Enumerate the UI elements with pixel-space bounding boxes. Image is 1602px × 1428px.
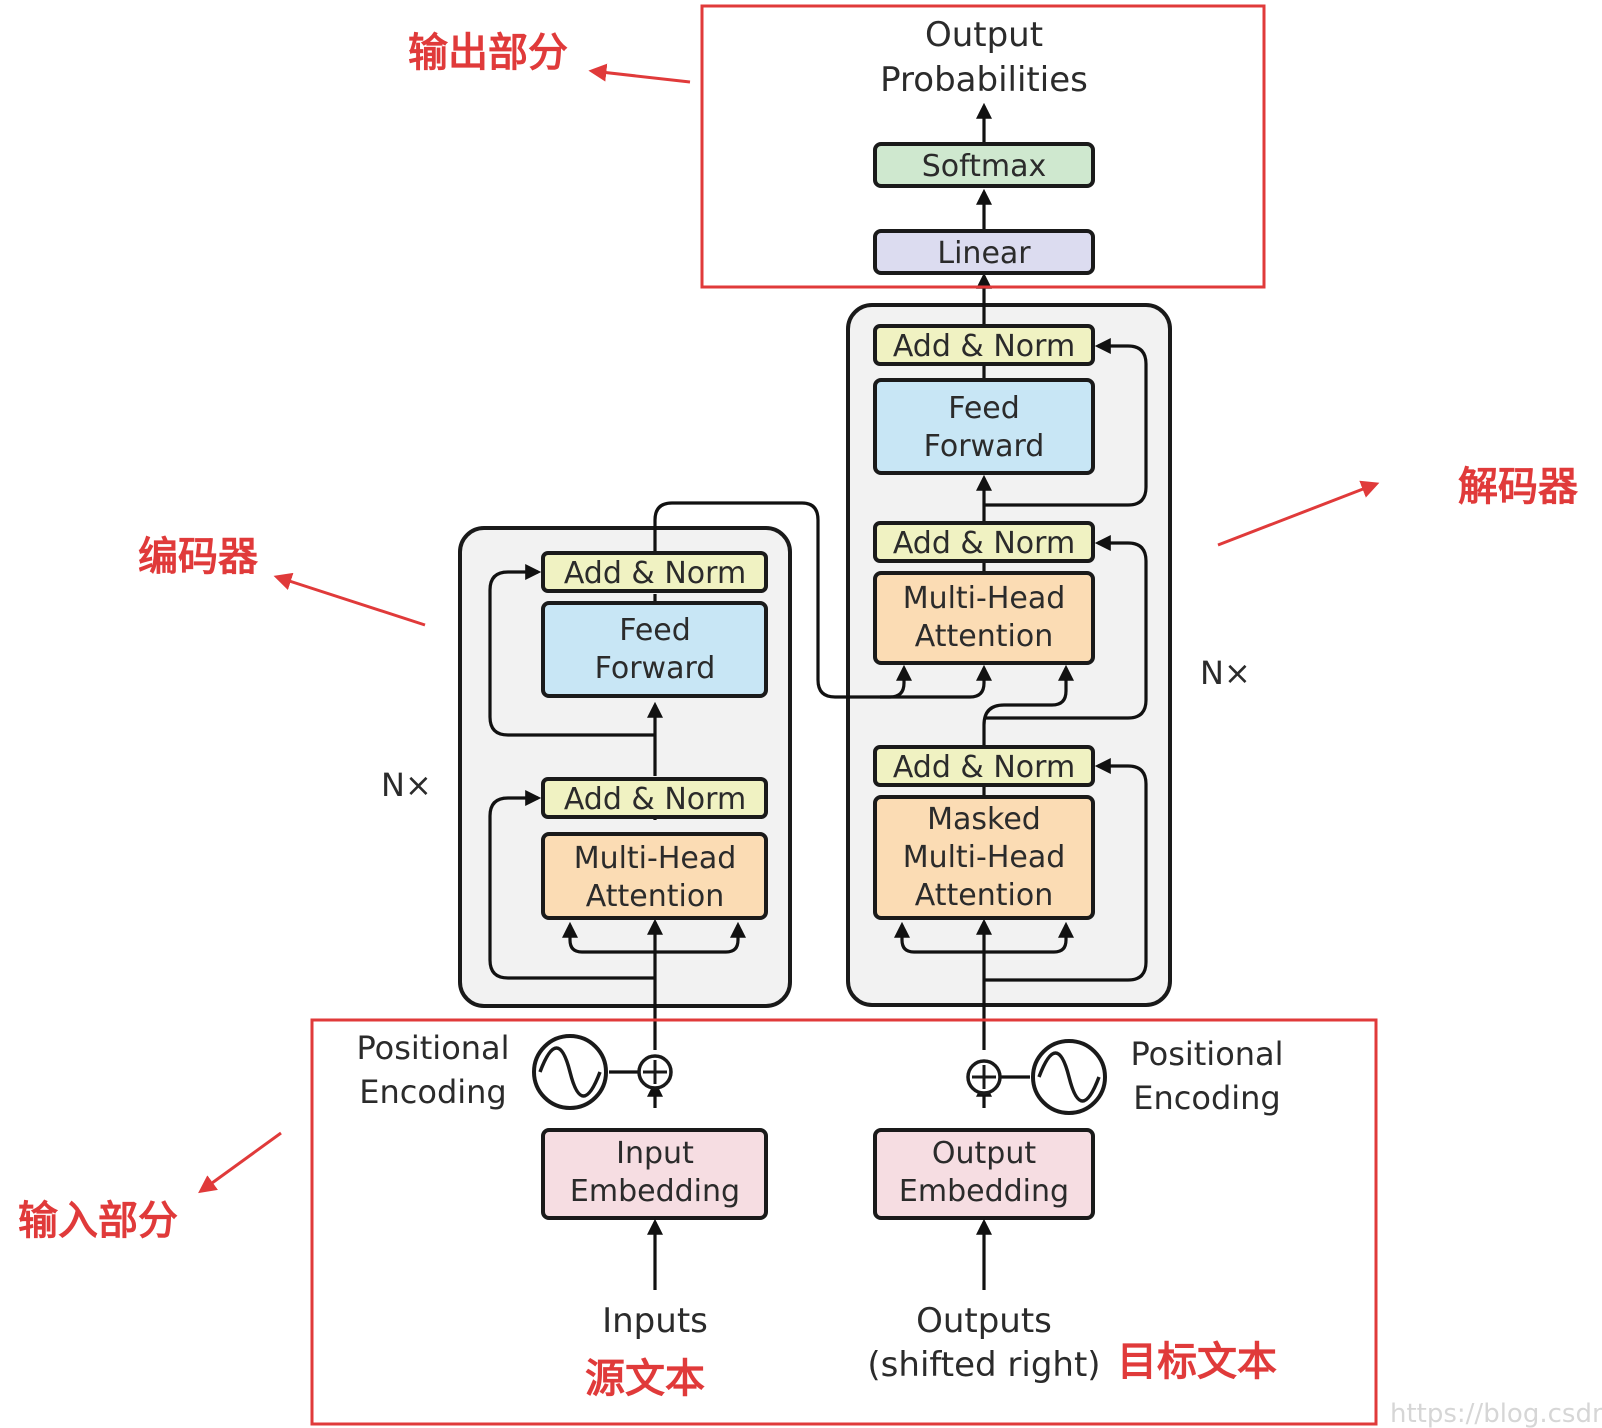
decoder-add-norm-bottom — [873, 745, 1095, 787]
decoder-multi-head-attention — [873, 571, 1095, 665]
decoder-masked-line2: Multi-Head — [903, 840, 1066, 875]
watermark: https://blog.csdn — [1390, 1399, 1602, 1428]
decoder-mha-line2: Attention — [915, 619, 1053, 654]
input-annotation-arrow — [198, 1131, 282, 1194]
left-pe-line1: Positional — [356, 1029, 509, 1067]
input-emb-line1: Input — [616, 1136, 694, 1171]
target-text-annotation: 目标文本 — [1117, 1339, 1277, 1385]
decoder-add-norm-mid — [873, 521, 1095, 563]
output-emb-line1: Output — [932, 1136, 1036, 1171]
decoder-ffn-line2: Forward — [924, 429, 1045, 464]
decoder-masked-attention — [873, 795, 1095, 920]
encoder-feed-forward — [541, 601, 768, 698]
output-part-annotation: 输出部分 — [408, 30, 568, 76]
encoder-mha-line1: Multi-Head — [574, 841, 737, 876]
decoder-ffn-line1: Feed — [948, 391, 1020, 426]
linear-block — [873, 229, 1095, 275]
output-annotation-arrow — [588, 63, 691, 84]
output-probabilities-line2: Probabilities — [880, 60, 1088, 100]
outputs-line2: (shifted right) — [867, 1345, 1100, 1385]
decoder-feed-forward — [873, 378, 1095, 475]
input-part-annotation: 输入部分 — [18, 1198, 178, 1244]
input-emb-line2: Embedding — [570, 1174, 740, 1209]
right-pe-line1: Positional — [1130, 1035, 1283, 1073]
decoder-masked-line1: Masked — [927, 802, 1041, 837]
encoder-add-norm-top-label: Add & Norm — [564, 556, 746, 591]
left-pe-line2: Encoding — [359, 1073, 506, 1111]
decoder-masked-line3: Attention — [915, 878, 1053, 913]
decoder-add-norm-top-label: Add & Norm — [893, 329, 1075, 364]
output-emb-line2: Embedding — [899, 1174, 1069, 1209]
decoder-mha-line1: Multi-Head — [903, 581, 1066, 616]
output-embedding-block — [873, 1128, 1095, 1220]
decoder-annotation: 解码器 — [1458, 464, 1579, 510]
decoder-add-norm-mid-label: Add & Norm — [893, 526, 1075, 561]
encoder-layer-box — [458, 526, 792, 1008]
decoder-add-norm-bottom-label: Add & Norm — [893, 750, 1075, 785]
outputs-line1: Outputs — [916, 1301, 1052, 1341]
encoder-mha-line2: Attention — [586, 879, 724, 914]
inputs-label: Inputs — [602, 1301, 708, 1341]
softmax-block — [873, 142, 1095, 188]
output-probabilities-line1: Output — [925, 15, 1043, 55]
decoder-repeat-label: N× — [1200, 654, 1251, 692]
input-embedding-block — [541, 1128, 768, 1220]
decoder-annotation-arrow — [1217, 480, 1380, 547]
encoder-multi-head-attention — [541, 832, 768, 920]
input-section-highlight — [310, 1018, 1378, 1426]
encoder-annotation-arrow — [273, 572, 426, 627]
output-section-highlight — [700, 4, 1266, 289]
right-pe-line2: Encoding — [1133, 1079, 1280, 1117]
linear-label: Linear — [937, 236, 1031, 271]
connection-wires — [488, 102, 1148, 1108]
encoder-repeat-label: N× — [381, 766, 432, 804]
encoder-add-norm-bottom-label: Add & Norm — [564, 782, 746, 817]
softmax-label: Softmax — [922, 149, 1047, 184]
encoder-add-norm-bottom — [541, 777, 768, 819]
source-text-annotation: 源文本 — [585, 1356, 705, 1402]
encoder-annotation: 编码器 — [138, 534, 259, 580]
encoder-ffn-line1: Feed — [619, 613, 691, 648]
decoder-add-norm-top — [873, 324, 1095, 366]
encoder-add-norm-top — [541, 551, 768, 593]
encoder-ffn-line2: Forward — [595, 651, 716, 686]
